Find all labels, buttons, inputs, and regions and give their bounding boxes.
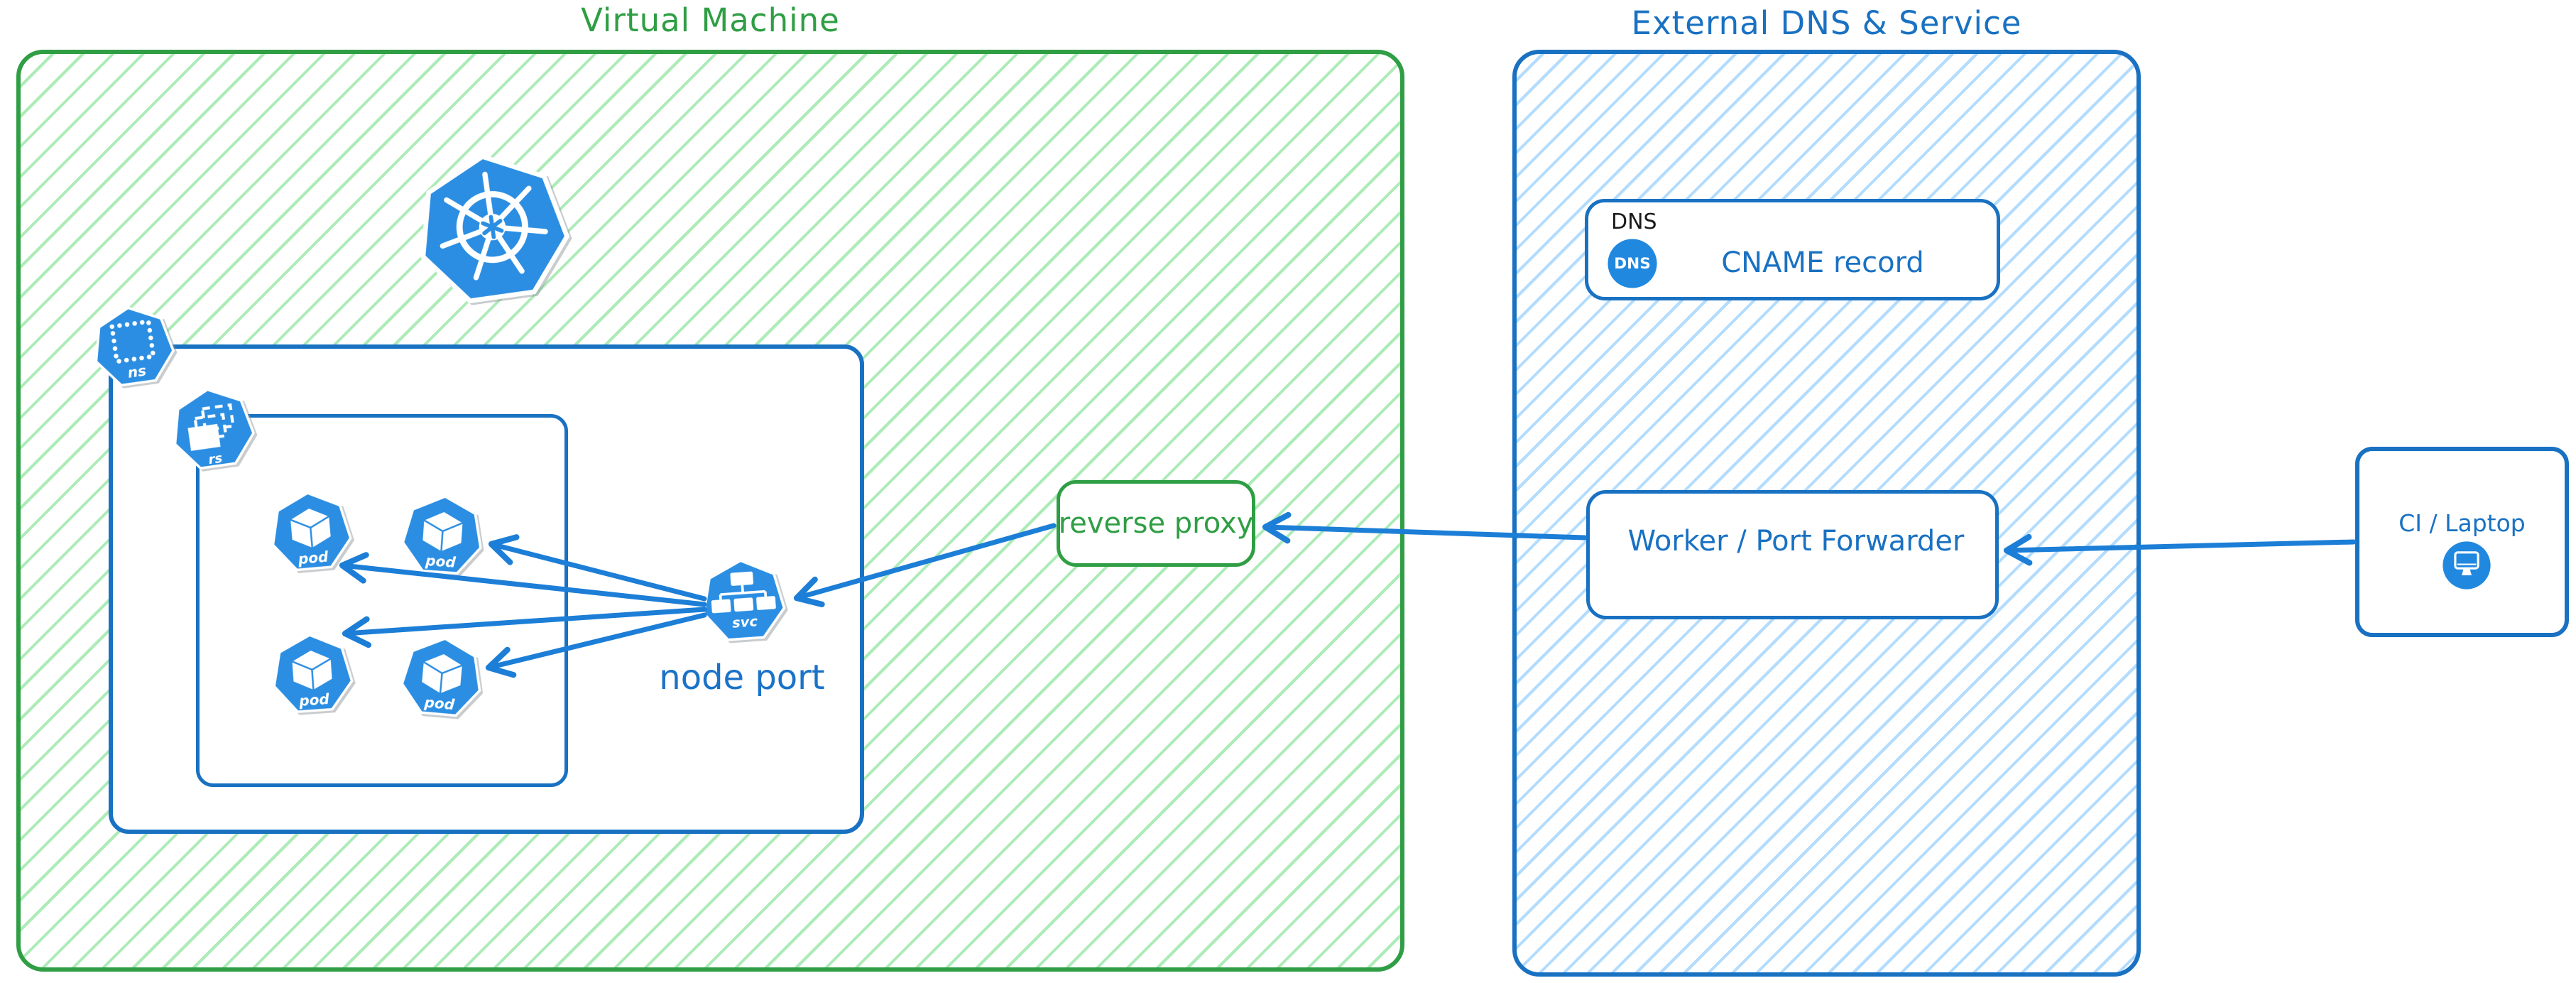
monitor-icon: [2442, 541, 2492, 590]
replicaset-icon-label: rs: [207, 450, 224, 467]
kubernetes-logo-icon: [405, 142, 581, 318]
cname-record-label: CNAME record: [1721, 246, 1924, 279]
dns-badge-icon: DNS: [1607, 238, 1658, 289]
pod-icon-label: pod: [423, 693, 456, 713]
pod-icon-label: pod: [298, 690, 330, 710]
worker-card: Worker / Port Forwarder: [1586, 490, 1999, 619]
virtual-machine-title: Virtual Machine: [581, 1, 840, 39]
reverse-proxy-label: reverse proxy: [1058, 507, 1254, 540]
namespace-icon-label: ns: [126, 362, 147, 381]
namespace-icon: ns: [86, 300, 180, 394]
pod-icon-2: pod: [398, 492, 487, 581]
external-dns-title: External DNS & Service: [1631, 4, 2022, 42]
pod-icon-3: pod: [268, 630, 357, 719]
dns-badge-label: DNS: [1614, 255, 1651, 273]
pod-icon-label: pod: [297, 548, 329, 567]
ci-laptop-card: CI / Laptop: [2355, 447, 2569, 637]
pod-icon-1: pod: [266, 487, 356, 578]
service-icon-label: svc: [731, 613, 758, 631]
worker-label: Worker / Port Forwarder: [1627, 525, 1965, 558]
replicaset-box: [196, 414, 568, 787]
pod-icon-label: pod: [424, 552, 457, 571]
pod-icon-4: pod: [396, 633, 487, 724]
service-icon: svc: [697, 555, 790, 648]
dns-record-card: DNS DNS CNAME record: [1585, 199, 2000, 300]
node-port-label: node port: [659, 658, 825, 697]
dns-heading: DNS: [1611, 210, 1657, 234]
ci-laptop-label: CI / Laptop: [2398, 509, 2526, 537]
reverse-proxy-box: reverse proxy: [1057, 480, 1255, 567]
replicaset-icon: rs: [165, 381, 261, 478]
